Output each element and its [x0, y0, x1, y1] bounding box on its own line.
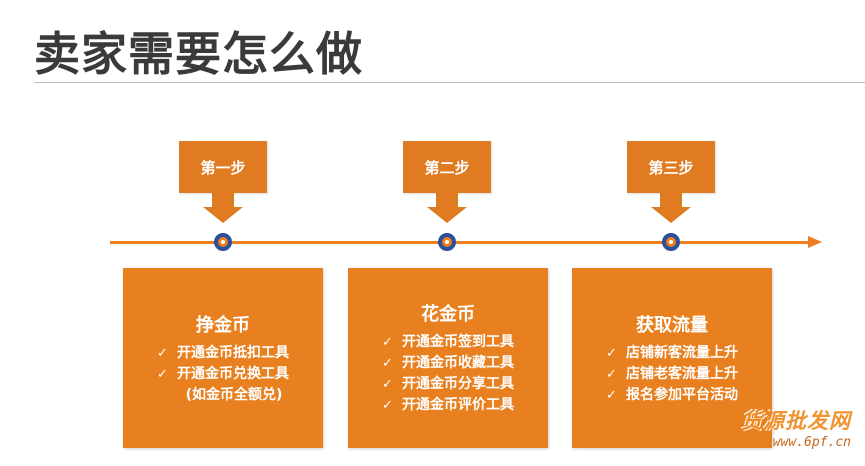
step-1-card-title: 挣金币: [196, 314, 250, 336]
step-2-card-list: ✓ 开通金币签到工具 ✓ 开通金币收藏工具 ✓ 开通金币分享工具 ✓ 开通金币评…: [382, 332, 514, 416]
title-divider: [34, 82, 865, 83]
list-item: ✓ 店铺老客流量上升: [606, 364, 738, 385]
check-icon: ✓: [382, 398, 393, 413]
step-3-callout-stem: [660, 193, 682, 207]
step-1-node: [214, 233, 232, 251]
list-item-text: 开通金币兑换工具: [177, 365, 289, 382]
list-item: ✓ 开通金币签到工具: [382, 332, 514, 353]
check-icon: ✓: [606, 366, 617, 382]
page-title: 卖家需要怎么做: [34, 27, 363, 81]
step-1-card-list: ✓ 开通金币抵扣工具 ✓ 开通金币兑换工具: [157, 343, 289, 385]
step-3-down-arrow-icon: [651, 207, 691, 223]
step-2-node: [438, 233, 456, 251]
step-3-card-title: 获取流量: [636, 314, 708, 336]
step-3-callout: 第三步: [627, 141, 715, 223]
check-icon: ✓: [382, 377, 393, 392]
step-2-callout-stem: [436, 193, 458, 207]
check-icon: ✓: [157, 366, 168, 382]
check-icon: ✓: [382, 356, 393, 371]
check-icon: ✓: [157, 345, 168, 361]
check-icon: ✓: [382, 335, 393, 350]
timeline-arrow-icon: [808, 236, 822, 248]
step-1-callout: 第一步: [179, 141, 267, 223]
step-2-card: 花金币 ✓ 开通金币签到工具 ✓ 开通金币收藏工具 ✓ 开通金币分享工具 ✓ 开…: [348, 268, 548, 448]
list-item: ✓ 开通金币分享工具: [382, 374, 514, 395]
list-item-text: 开通金币抵扣工具: [177, 344, 289, 361]
timeline-line: [110, 241, 810, 244]
step-1-card-note: (如金币全额兑): [185, 386, 283, 403]
step-2-card-title: 花金币: [421, 304, 475, 325]
step-2-callout: 第二步: [403, 141, 491, 223]
step-1-label: 第一步: [179, 141, 267, 193]
step-2-label: 第二步: [403, 141, 491, 193]
step-2-down-arrow-icon: [427, 207, 467, 223]
list-item-text: 报名参加平台活动: [626, 386, 738, 403]
list-item: ✓ 开通金币抵扣工具: [157, 343, 289, 364]
step-3-card-list: ✓ 店铺新客流量上升 ✓ 店铺老客流量上升 ✓ 报名参加平台活动: [606, 343, 738, 406]
list-item: ✓ 店铺新客流量上升: [606, 343, 738, 364]
list-item-text: 店铺新客流量上升: [626, 344, 738, 361]
step-3-node: [662, 233, 680, 251]
step-1-callout-stem: [212, 193, 234, 207]
step-1-down-arrow-icon: [203, 207, 243, 223]
step-1-card: 挣金币 ✓ 开通金币抵扣工具 ✓ 开通金币兑换工具 (如金币全额兑): [123, 268, 323, 448]
check-icon: ✓: [606, 387, 617, 403]
list-item-text: 店铺老客流量上升: [626, 365, 738, 382]
list-item: ✓ 报名参加平台活动: [606, 385, 738, 406]
list-item: ✓ 开通金币评价工具: [382, 395, 514, 416]
list-item-text: 开通金币收藏工具: [402, 355, 514, 371]
list-item-text: 开通金币分享工具: [402, 376, 514, 392]
list-item-text: 开通金币签到工具: [402, 334, 514, 350]
list-item: ✓ 开通金币收藏工具: [382, 353, 514, 374]
step-3-card: 获取流量 ✓ 店铺新客流量上升 ✓ 店铺老客流量上升 ✓ 报名参加平台活动: [572, 268, 772, 448]
list-item: ✓ 开通金币兑换工具: [157, 364, 289, 385]
list-item-text: 开通金币评价工具: [402, 397, 514, 413]
step-3-label: 第三步: [627, 141, 715, 193]
check-icon: ✓: [606, 345, 617, 361]
